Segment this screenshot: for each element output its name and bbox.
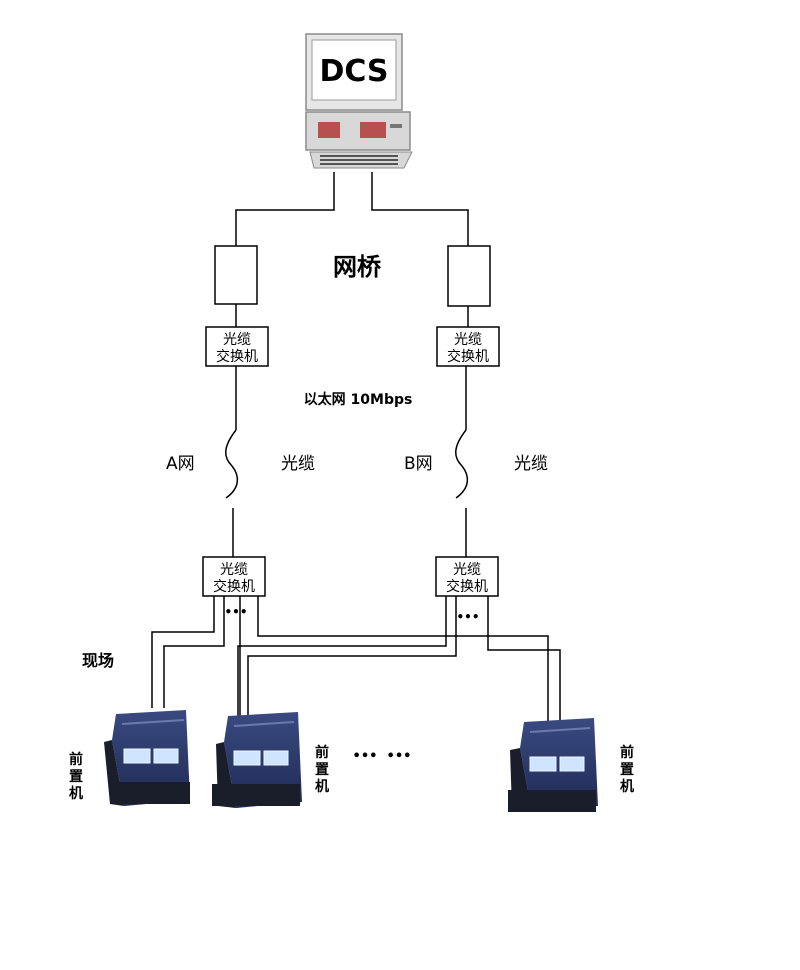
net-a-label: A网 — [166, 454, 195, 474]
switch-top-b: 光缆 交换机 — [436, 326, 500, 367]
dcs-computer: DCS — [305, 33, 413, 169]
distribution-wiring — [151, 596, 561, 722]
bridge-label: 网桥 — [333, 253, 382, 281]
net-b-label: B网 — [404, 454, 433, 474]
svg-text:置: 置 — [315, 761, 329, 778]
front-unit-3 — [508, 718, 598, 812]
svg-text:置: 置 — [69, 768, 83, 785]
switch-line2: 交换机 — [216, 348, 258, 365]
net-a-cable-label: 光缆 — [281, 454, 315, 474]
front-unit-label-1: 前 置 机 — [69, 751, 83, 802]
unit-screen — [233, 750, 261, 766]
dcs-label: DCS — [319, 54, 388, 89]
switch-line1: 光缆 — [453, 562, 481, 578]
switch-line1: 光缆 — [454, 332, 482, 348]
svg-text:机: 机 — [315, 778, 329, 795]
switch-bottom-b: 光缆 交换机 — [435, 556, 499, 597]
fiber-squiggle-a — [225, 429, 239, 499]
front-unit-label-2: 前 置 机 — [315, 744, 329, 795]
front-unit-1 — [104, 710, 190, 806]
unit-screen — [123, 748, 151, 764]
svg-text:前: 前 — [620, 744, 634, 761]
switch-line2: 交换机 — [213, 578, 255, 595]
svg-text:前: 前 — [69, 751, 83, 768]
net-b-cable-label: 光缆 — [514, 454, 548, 474]
ethernet-label: 以太网 10Mbps — [304, 391, 413, 408]
bridge-b — [447, 245, 491, 307]
unit-screen — [529, 756, 557, 772]
connection-lines — [232, 172, 469, 557]
keyboard-keys — [320, 155, 398, 165]
switch-bottom-a: 光缆 交换机 — [202, 556, 266, 597]
unit-screen — [263, 750, 289, 766]
svg-text:前: 前 — [315, 744, 329, 761]
ellipsis-b: ••• — [456, 610, 479, 624]
switch-line1: 光缆 — [220, 562, 248, 578]
svg-text:机: 机 — [69, 785, 83, 802]
field-label: 现场 — [82, 651, 114, 670]
svg-text:置: 置 — [620, 761, 634, 778]
switch-line2: 交换机 — [447, 348, 489, 365]
fiber-cable-squiggles — [225, 429, 469, 499]
front-unit-label-3: 前 置 机 — [620, 744, 634, 795]
fiber-squiggle-b — [455, 429, 469, 499]
switch-line1: 光缆 — [223, 332, 251, 348]
ellipsis-a: ••• — [224, 605, 247, 619]
bridge-a — [214, 245, 258, 305]
switch-top-a: 光缆 交换机 — [205, 326, 269, 367]
unit-screen — [153, 748, 179, 764]
unit-screen — [559, 756, 585, 772]
ellipsis-between-units: ••• ••• — [353, 749, 412, 764]
switch-line2: 交换机 — [446, 578, 488, 595]
svg-text:机: 机 — [620, 778, 634, 795]
front-unit-2 — [212, 712, 302, 808]
